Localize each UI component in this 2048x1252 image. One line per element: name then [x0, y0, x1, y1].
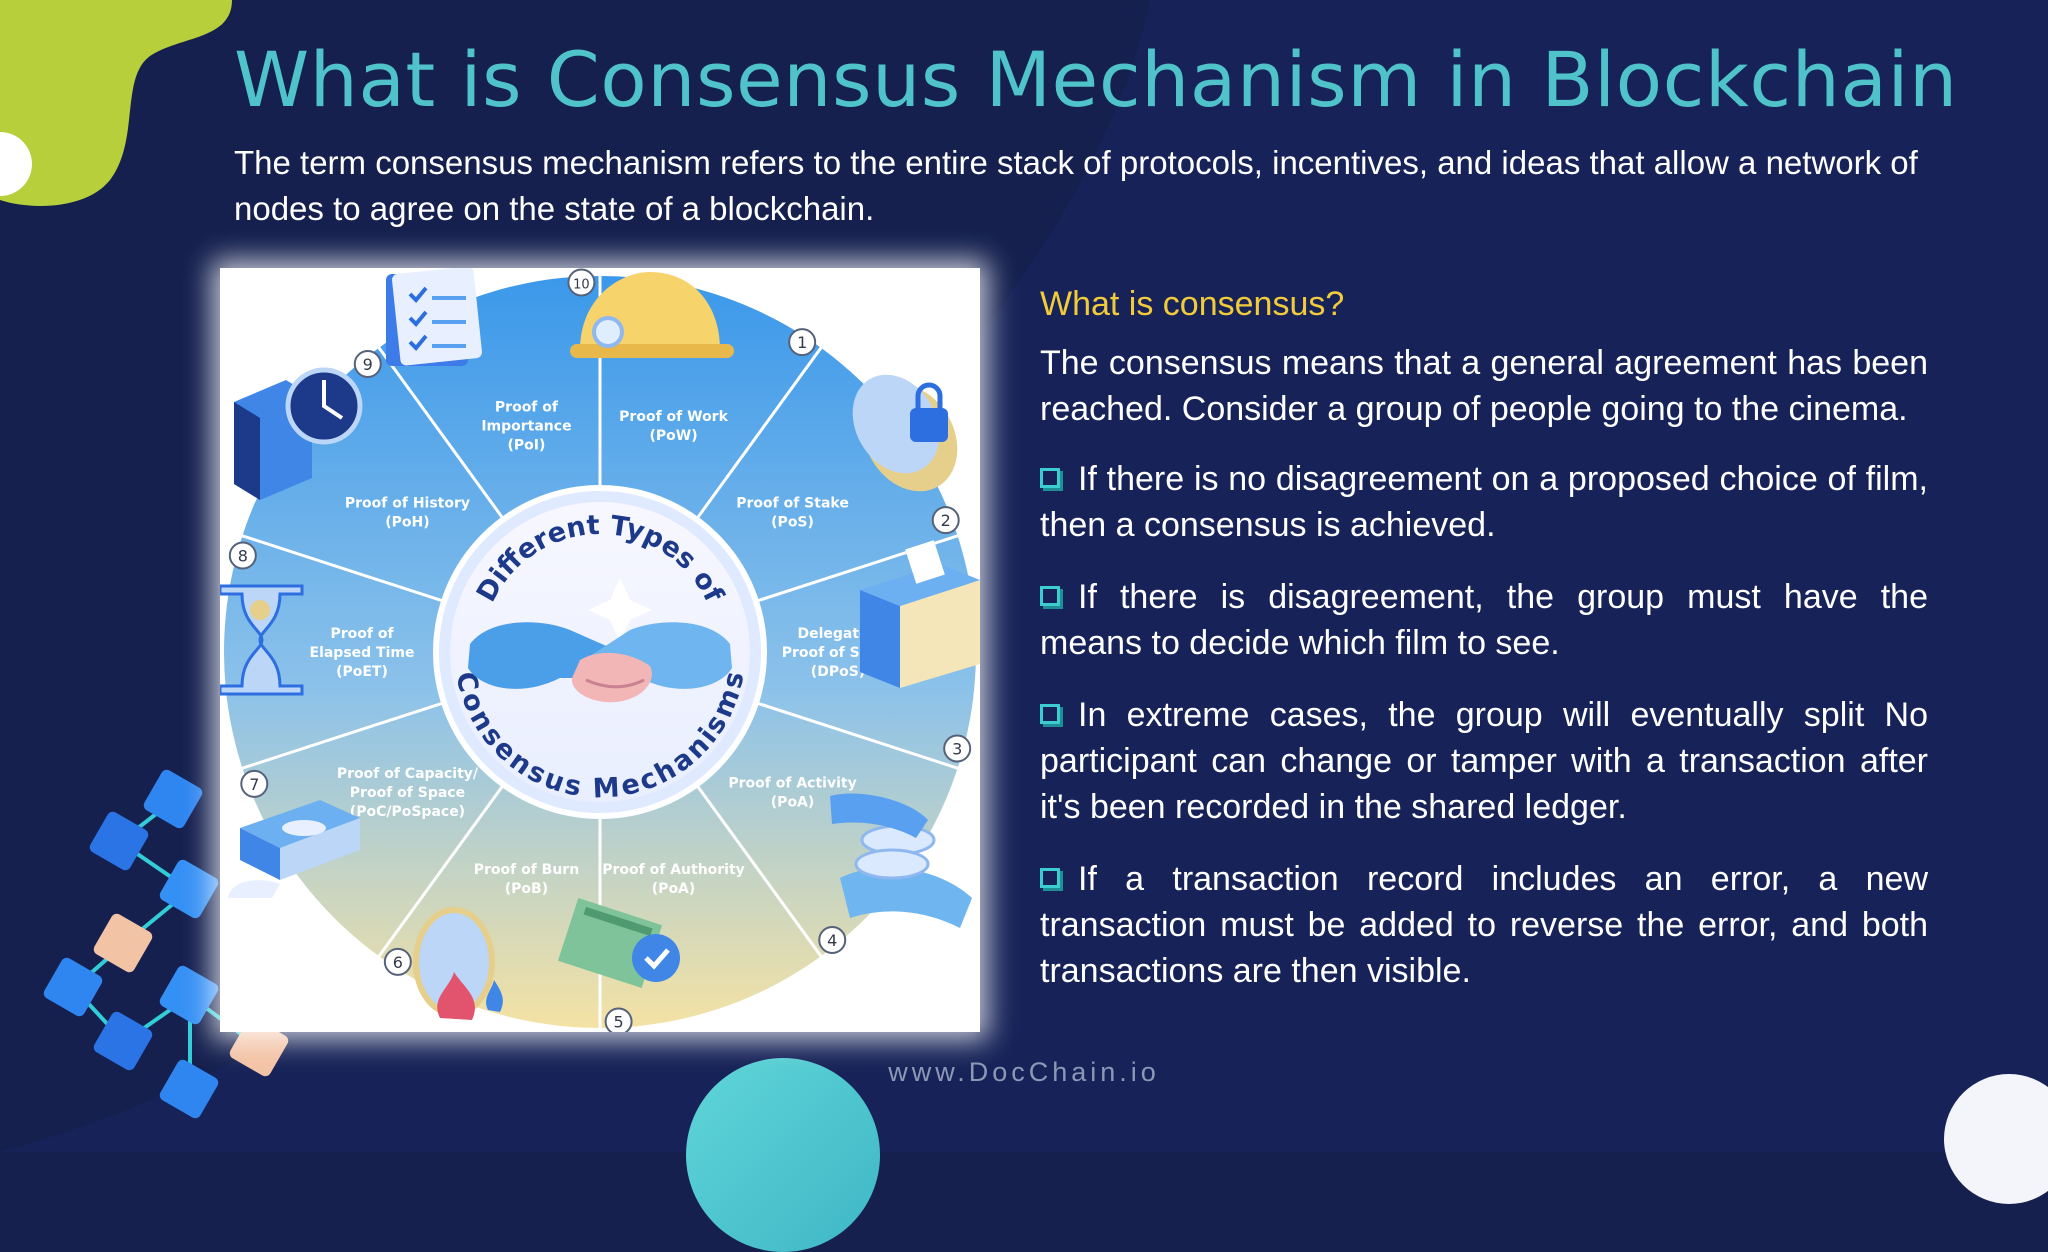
bullet-text: If there is disagreement, the group must…	[1040, 578, 1928, 662]
segment-label: Proof of Stake(PoS)	[736, 496, 849, 531]
segment-label: Proof of Capacity/Proof of Space(PoC/PoS…	[337, 766, 479, 820]
slide-title: What is Consensus Mechanism in Blockchai…	[234, 35, 1958, 124]
wheel-spoke	[377, 783, 505, 958]
certificate-icon	[557, 898, 680, 988]
segment-label: Proof of Activity(PoA)	[728, 775, 856, 810]
segment-number-badge	[604, 1007, 633, 1032]
wheel-spoke	[377, 346, 505, 521]
wheel-spoke	[695, 346, 823, 521]
bullet-item: In extreme cases, the group will eventua…	[1040, 692, 1928, 830]
segment-number-badge	[353, 349, 382, 378]
segment-number: 6	[393, 953, 403, 972]
wheel-spoke	[695, 783, 823, 958]
segment-label: Proof of Authority(PoA)	[602, 862, 745, 897]
coins-lock-icon	[852, 374, 958, 492]
checkbox-bullet-icon	[1040, 704, 1060, 724]
bullet-text: In extreme cases, the group will eventua…	[1040, 696, 1928, 826]
checklist-icon	[386, 268, 482, 366]
ballot-box-icon	[860, 540, 980, 688]
segment-number: 9	[363, 355, 373, 374]
bullet-item: If there is disagreement, the group must…	[1040, 574, 1928, 666]
mining-helmet-icon	[570, 272, 734, 358]
segment-number-badge	[240, 769, 269, 798]
segment-number: 10	[573, 277, 590, 292]
hand-coins-icon	[830, 793, 972, 928]
segment-number: 2	[941, 511, 951, 530]
bullet-item: If there is no disagreement on a propose…	[1040, 456, 1928, 548]
wheel-diagram: Different Types of Consensus Mechanisms …	[220, 268, 980, 1032]
segment-number: 3	[952, 740, 962, 759]
checkbox-bullet-icon	[1040, 868, 1060, 888]
bullet-text: If there is no disagreement on a propose…	[1040, 460, 1928, 544]
checkbox-bullet-icon	[1040, 586, 1060, 606]
segment-label: Proof of Work(PoW)	[619, 409, 728, 444]
blockchain-cubes-decoration	[43, 769, 289, 1119]
wheel-spoke	[241, 701, 445, 770]
wheel-spoke	[755, 701, 959, 770]
segment-number-badge	[931, 506, 960, 535]
bullet-text: If a transaction record includes an erro…	[1040, 860, 1928, 990]
intro-paragraph: The term consensus mechanism refers to t…	[234, 144, 1918, 227]
segment-number: 4	[827, 931, 837, 950]
segment-number-badge	[383, 947, 412, 976]
segment-number-badge	[228, 541, 257, 570]
consensus-wheel-infographic: Different Types of Consensus Mechanisms …	[220, 268, 980, 1032]
segment-number: 7	[249, 775, 259, 794]
segment-number-badge	[567, 268, 596, 297]
handshake-icon	[468, 578, 732, 703]
segment-number-badge	[943, 734, 972, 763]
consensus-paragraph: The consensus means that a general agree…	[1040, 344, 1928, 428]
consensus-heading: What is consensus?	[1040, 285, 1345, 323]
bullet-item: If a transaction record includes an erro…	[1040, 856, 1928, 994]
segment-number: 8	[238, 546, 248, 565]
segment-number: 1	[797, 333, 807, 352]
checkbox-bullet-icon	[1040, 468, 1060, 488]
footer-website[interactable]: www.DocChain.io	[888, 1057, 1160, 1087]
segment-label: Proof of Burn(PoB)	[474, 862, 579, 897]
clock-cube-icon	[234, 367, 363, 500]
hourglass-icon	[220, 584, 304, 696]
wheel-spoke	[241, 534, 445, 603]
consensus-bullet-list: If there is no disagreement on a propose…	[1040, 456, 1928, 994]
hard-drive-icon	[228, 800, 360, 898]
segment-number-badge	[818, 926, 847, 955]
burning-coin-icon	[413, 907, 503, 1020]
green-blob-decoration	[0, 0, 232, 206]
segment-number-badge	[788, 328, 817, 357]
consensus-explanation: What is consensus? The consensus means t…	[1040, 282, 1928, 1020]
segment-number: 5	[613, 1013, 623, 1032]
segment-label: Proof of History(PoH)	[345, 496, 470, 531]
